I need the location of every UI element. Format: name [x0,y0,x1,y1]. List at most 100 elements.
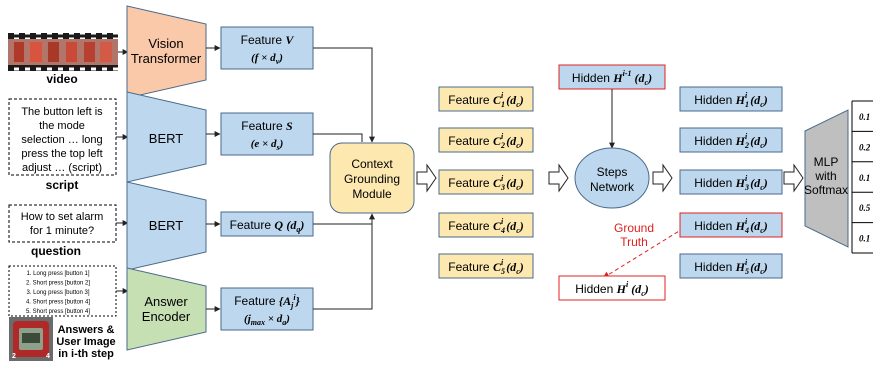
video-input [8,33,118,71]
question-label: question [31,244,81,258]
c-feature-box [438,169,534,195]
answer-encoder-block [126,267,207,351]
hollow-arrow-2 [548,163,569,193]
gtText-line: Truth [620,235,648,249]
hidden-h-label: Hidden H4i (dc) [694,217,768,235]
ground-truth-arrow [602,227,685,279]
cgmText-line: Module [352,187,392,201]
mlp-softmax-block [804,109,849,248]
scriptLines-line: the mode [39,120,85,132]
video-label: video [46,72,77,86]
feature-s-dims: (e × ds) [251,138,284,152]
scriptLines-line: adjust … (script) [22,162,102,174]
c-feature-label: Feature C4i (dc) [448,217,524,235]
mlpText-line: with [814,169,836,183]
c-feature-box [438,253,534,279]
answerLines-line: 4. Short press [button 4] [26,300,90,306]
h-features-column: Hidden H1i (dc) Hidden H2i (dc) Hidden H3i… [679,86,783,279]
hollow-arrow-1 [416,163,437,193]
arrow-s-cgm [313,133,363,142]
script-text: The button left is the mode selection … lo… [21,106,103,174]
questionLines-line: How to set alarm [21,211,104,223]
mlpText-line: MLP [814,155,839,169]
c-features-column: Feature C1i (dc) Feature C2i (dc) Feature … [438,86,534,279]
feature-v-title: Feature V [241,33,295,47]
c-feature-label: Feature C5i (dc) [448,258,524,276]
arrow-v-cgm [313,47,375,143]
visionText-line: Transformer [131,51,202,66]
hidden-h-label: Hidden H5i (dc) [694,258,768,276]
bert-question-block [126,181,207,271]
bert-script-block [126,91,207,183]
answerLines-line: 1. Long press [button 1] [26,271,89,277]
c-feature-label: Feature C1i (dc) [448,91,524,109]
hidden-h-box [679,253,783,279]
answerLines-line: 2. Short press [button 2] [26,281,90,287]
visionText-line: Vision [148,36,183,51]
user-image: 2 4 [9,317,53,361]
arrow-a-cgm [313,224,373,310]
scriptLines-line: press the top left [21,148,102,160]
bert-script-label: BERT [149,131,183,146]
gtText-line: Ground [614,221,654,235]
c-feature-label: Feature C3i (dc) [448,174,524,192]
arrow-q-cgm [313,213,375,225]
score-value: 0.1 [859,234,870,244]
feature-a-box [220,287,314,331]
scriptLines-line: The button left is [21,106,103,118]
answers-list: 1. Long press [button 1] 2. Short press [… [26,271,90,315]
stepsText-line: Steps [597,165,628,179]
feature-q-title: Feature Q (dq) [230,218,305,234]
cgmText-line: Grounding [344,172,400,186]
answersLabel-line: Answers & [58,324,115,336]
hollow-arrow-4 [783,163,804,193]
feature-s-box [220,112,314,156]
hidden-prev-label: Hidden Hi-1 (dc) [572,69,652,87]
image-mark-4: 4 [46,353,50,360]
hidden-h-label: Hidden H3i (dc) [694,174,768,192]
answerLines-line: 5. Short press [button 4] [26,309,90,315]
answerEncText-line: Encoder [142,309,191,324]
hidden-h4-box-highlighted [679,212,783,238]
c-feature-label: Feature C2i (dc) [448,132,524,150]
feature-a-title: Feature {Aji} [234,293,300,310]
score-value: 0.1 [859,112,870,122]
steps-network-node [574,147,650,209]
context-grounding-module [329,142,415,214]
stepsText-line: Network [590,180,635,194]
c-feature-box [438,86,534,112]
answerLines-line: 3. Long press [button 3] [26,290,89,296]
hidden-h-label: Hidden H2i (dc) [694,132,768,150]
feature-q-box [220,211,314,237]
answersLabel-line: in i-th step [58,348,114,360]
score-value: 0.1 [859,173,870,183]
output-scores: 0.10.20.10.50.1 [851,100,873,254]
answerEncText-line: Answer [144,294,188,309]
hidden-h-label: Hidden H1i (dc) [694,91,768,109]
cgmText-line: Context [351,157,393,171]
c-feature-box [438,212,534,238]
script-label: script [46,178,79,192]
feature-v-dims: (f × dv) [251,52,283,66]
c-feature-box [438,127,534,153]
scriptLines-line: selection … long [21,134,102,146]
score-value: 0.5 [859,203,871,213]
hidden-h-box [679,86,783,112]
hidden-gt-box [558,275,666,301]
hidden-h-box [679,169,783,195]
bert-question-label: BERT [149,218,183,233]
hidden-h-box [679,127,783,153]
mlpText-line: Softmax [804,183,848,197]
hidden-gt-label: Hidden Hi (dc) [575,280,649,298]
answersLabel-line: User Image [56,336,115,348]
